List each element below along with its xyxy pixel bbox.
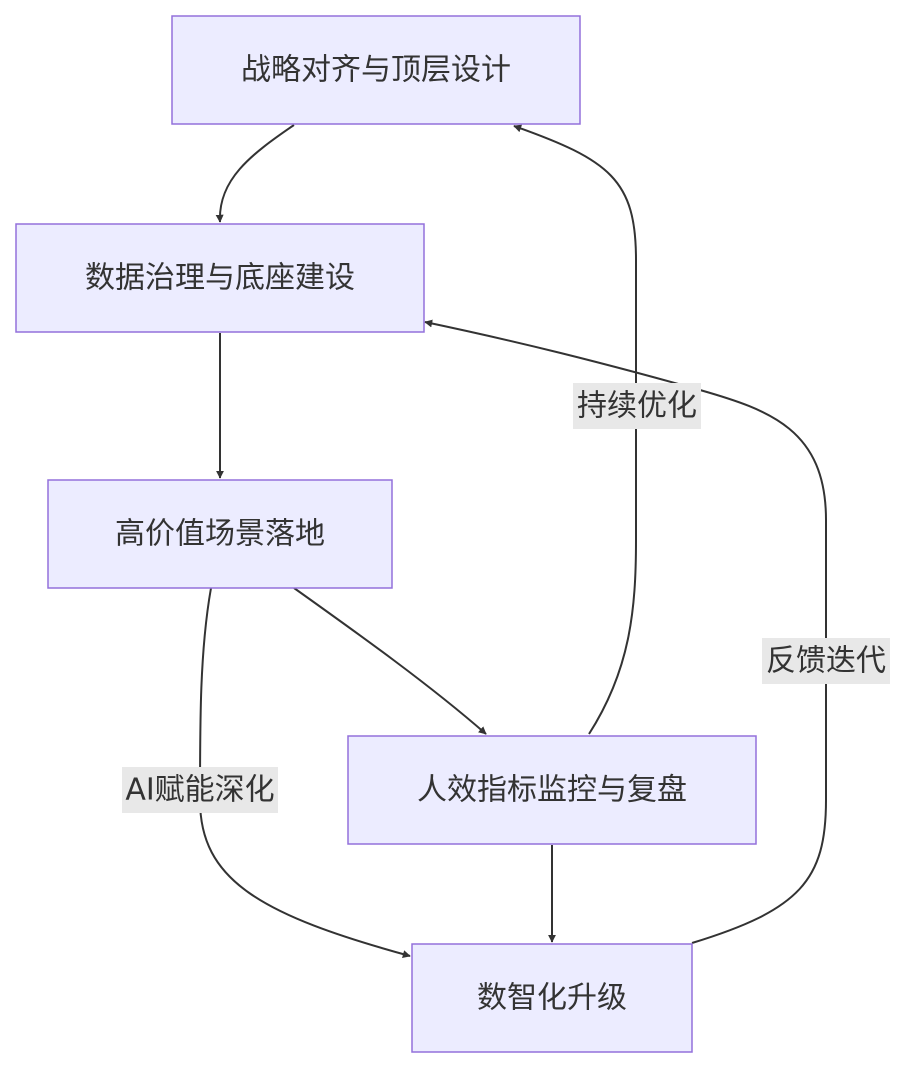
edge-label-upgrade-to-data: 反馈迭代 xyxy=(762,638,890,684)
node-upgrade-label: 数智化升级 xyxy=(477,981,627,1016)
node-strategy-label: 战略对齐与顶层设计 xyxy=(241,53,511,88)
node-monitor-box[interactable] xyxy=(347,735,757,845)
edge-monitor-to-strategy-line xyxy=(513,124,637,735)
node-data[interactable]: 数据治理与底座建设 xyxy=(15,223,425,333)
edge-label-monitor-to-strategy: 持续优化 xyxy=(573,383,701,429)
node-data-box[interactable] xyxy=(15,223,425,333)
edge-label-monitor-to-strategy-text: 持续优化 xyxy=(577,389,697,424)
edge-label-upgrade-to-data-bg xyxy=(762,638,890,684)
node-upgrade-box[interactable] xyxy=(411,943,693,1053)
edge-label-upgrade-to-data-text: 反馈迭代 xyxy=(766,644,886,679)
node-data-label: 数据治理与底座建设 xyxy=(85,261,355,296)
node-scenario[interactable]: 高价值场景落地 xyxy=(47,479,393,589)
edge-scenario-to-monitor-line xyxy=(293,587,487,735)
node-scenario-box[interactable] xyxy=(47,479,393,589)
edge-strategy-to-data xyxy=(215,124,295,223)
edge-label-scenario-to-upgrade: AI赋能深化 xyxy=(122,767,278,813)
edge-strategy-to-data-line xyxy=(215,124,295,223)
node-scenario-label: 高价值场景落地 xyxy=(115,517,325,552)
edge-monitor-to-strategy xyxy=(513,124,637,735)
edge-upgrade-to-data xyxy=(424,319,827,944)
node-monitor[interactable]: 人效指标监控与复盘 xyxy=(347,735,757,845)
edge-label-scenario-to-upgrade-text: AI赋能深化 xyxy=(125,773,274,808)
node-monitor-label: 人效指标监控与复盘 xyxy=(417,773,687,808)
node-upgrade[interactable]: 数智化升级 xyxy=(411,943,693,1053)
edge-label-monitor-to-strategy-bg xyxy=(573,383,701,429)
edge-upgrade-to-data-line xyxy=(424,319,827,944)
node-strategy-box[interactable] xyxy=(171,15,581,125)
edge-label-scenario-to-upgrade-bg xyxy=(122,767,278,813)
node-strategy[interactable]: 战略对齐与顶层设计 xyxy=(171,15,581,125)
edge-scenario-to-monitor xyxy=(293,587,487,735)
